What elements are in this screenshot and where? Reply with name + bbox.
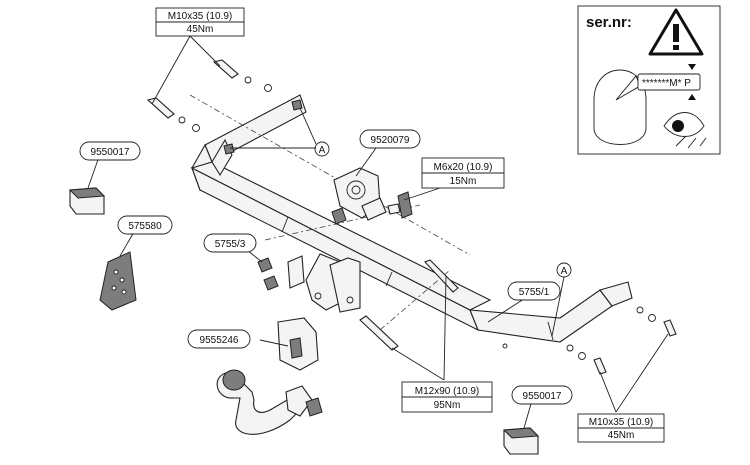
bolt-top-torque: 45Nm — [187, 24, 214, 35]
callout-bolt-top: M10x35 (10.9) 45Nm — [155, 7, 245, 37]
callout-cover-right: 9550017 — [511, 385, 573, 405]
callout-bolt-long: M12x90 (10.9) 95Nm — [401, 381, 493, 413]
assembly-axis-line-2 — [264, 204, 421, 241]
bolt-small-torque: 15Nm — [450, 176, 477, 187]
long-bolts — [359, 259, 459, 351]
top-bolts — [146, 59, 303, 155]
assembly-axis-line — [189, 94, 471, 256]
callout-socket: 9520079 — [359, 129, 421, 149]
callout-bolt-small: M6x20 (10.9) 15Nm — [421, 157, 505, 189]
bolt-long-torque: 95Nm — [434, 400, 461, 411]
callout-crossbar: 5755/1 — [507, 281, 561, 301]
ref-a-left: A — [319, 145, 326, 156]
callout-cover-left: 9550017 — [79, 141, 141, 161]
bracket-plates — [287, 253, 361, 313]
ref-circle-a-left — [314, 141, 330, 157]
callout-bolt-bottom: M10x35 (10.9) 45Nm — [577, 413, 665, 443]
bolt-small-spec: M6x20 (10.9) — [434, 162, 493, 173]
cover-right-part-number: 9550017 — [523, 391, 562, 402]
callout-bracket: 5755/3 — [203, 233, 257, 253]
eye-icon — [663, 112, 707, 149]
cover-cap-left — [68, 187, 106, 215]
serial-title: ser.nr: — [586, 14, 632, 31]
plate-text: *******M* P — [642, 78, 691, 89]
bolt-bottom-torque: 45Nm — [608, 430, 635, 441]
crossbar-part-number: 5755/1 — [519, 287, 550, 298]
leader-lines — [87, 35, 669, 429]
assembly-axis-line-3 — [379, 269, 451, 331]
warning-triangle-icon — [648, 8, 704, 56]
bracket-part-number: 5755/3 — [215, 239, 246, 250]
crossbar — [190, 94, 633, 349]
socket-part-number: 9520079 — [371, 135, 410, 146]
bolt-long-spec: M12x90 (10.9) — [415, 386, 479, 397]
right-bolts — [566, 306, 677, 375]
cover-left-part-number: 9550017 — [91, 147, 130, 158]
small-nuts — [257, 257, 279, 291]
callout-towball: 9555246 — [187, 329, 251, 349]
instructions-part-number: 575580 — [128, 221, 162, 232]
socket-bracket — [331, 167, 413, 225]
towball-part-number: 9555246 — [200, 335, 239, 346]
serial-number-box: ser.nr: *******M* P — [577, 5, 721, 155]
ref-a-right: A — [561, 266, 568, 277]
bolt-bottom-spec: M10x35 (10.9) — [589, 417, 653, 428]
tow-ball-assembly — [216, 317, 323, 435]
cover-cap-right — [502, 427, 540, 455]
instruction-leaflet — [99, 251, 137, 311]
bolt-top-spec: M10x35 (10.9) — [168, 11, 232, 22]
callout-instructions: 575580 — [117, 215, 173, 235]
